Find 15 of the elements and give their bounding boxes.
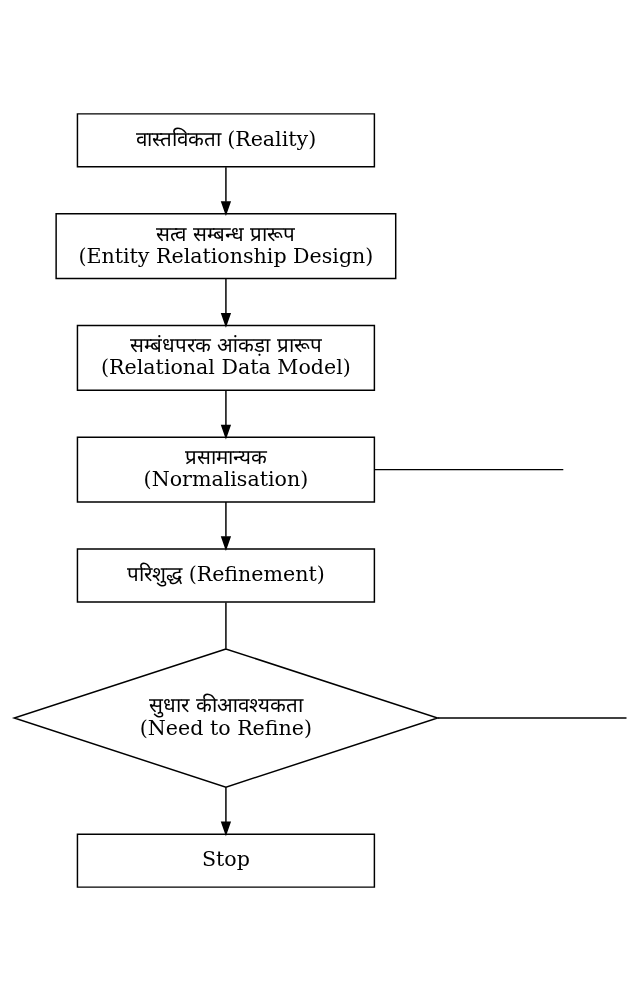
connector: [373, 468, 565, 471]
arrow: [220, 786, 232, 837]
node-box: सत्व सम्बन्ध प्रारूप (Entity Relationship Design): [55, 213, 397, 280]
node-box: Stop: [76, 833, 376, 888]
node-box: वास्तविकता (Reality): [76, 113, 376, 168]
connector: [437, 717, 628, 719]
arrow: [220, 501, 232, 551]
connector: [225, 601, 227, 650]
arrow: [220, 166, 232, 216]
arrow: [220, 389, 232, 440]
node-box: सम्बंधपरक आंकड़ा प्रारूप (Relational Data Model): [76, 324, 376, 391]
arrow: [220, 277, 232, 328]
node-diamond: सुधार कीआवश्यकता (Need to Refine): [11, 648, 440, 788]
node-box: प्रसामान्यक (Normalisation): [76, 436, 376, 503]
node-box: परिशुद्ध (Refinement): [76, 548, 376, 603]
